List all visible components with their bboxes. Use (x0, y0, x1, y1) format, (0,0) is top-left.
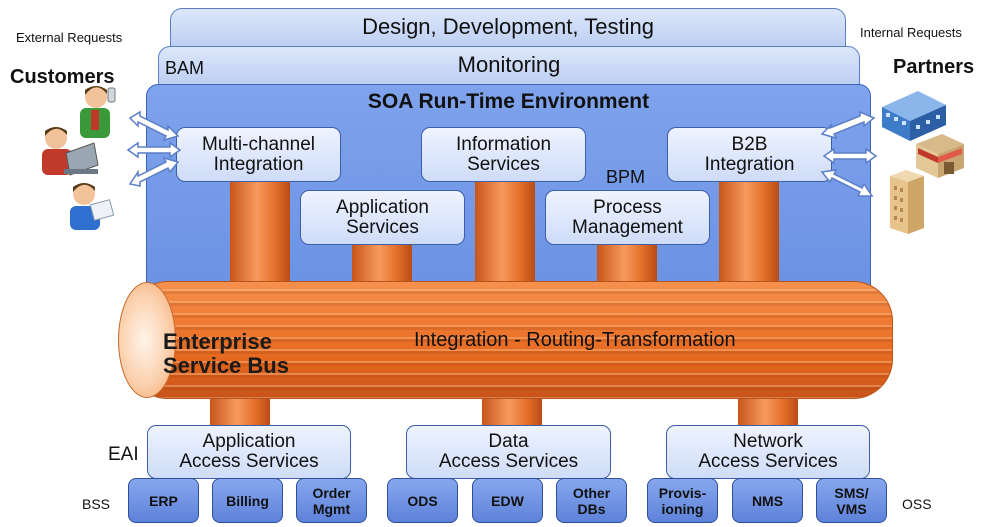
design-development-testing-label: Design, Development, Testing (362, 14, 654, 39)
oss-label: OSS (902, 496, 932, 512)
system-nms: NMS (732, 478, 803, 523)
system-provisioning: Provis- ioning (647, 478, 718, 523)
runtime-title: SOA Run-Time Environment (367, 90, 650, 113)
pipe-app-access (210, 395, 270, 430)
multichannel-integration-box: Multi-channel Integration (176, 127, 341, 182)
design-development-testing-layer: Design, Development, Testing (170, 8, 846, 52)
tower-building-icon (890, 170, 924, 234)
bus-name: Enterprise Service Bus (163, 329, 289, 378)
storefront-icon (916, 134, 964, 178)
customer-laptop-icon (42, 127, 99, 176)
data-access-services-box: Data Access Services (406, 425, 611, 479)
pipe-data-access (482, 395, 542, 430)
system-other-dbs: Other DBs (556, 478, 627, 523)
pipe-process (597, 244, 657, 286)
office-building-icon (882, 91, 946, 141)
bss-label: BSS (82, 496, 111, 512)
b2b-integration-box: B2B Integration (667, 127, 832, 182)
pipe-b2b (719, 180, 779, 285)
pipe-information (475, 180, 535, 285)
system-ods: ODS (387, 478, 458, 523)
system-sms-vms: SMS/ VMS (816, 478, 887, 523)
pipe-application (352, 244, 412, 286)
information-services-box: Information Services (421, 127, 586, 182)
external-requests-label: External Requests (16, 30, 123, 45)
customer-arrows (126, 110, 182, 187)
customer-phone-icon (80, 86, 116, 138)
bus-end-cap (118, 282, 176, 398)
network-access-services-box: Network Access Services (666, 425, 870, 479)
system-edw: EDW (472, 478, 543, 523)
eai-label: EAI (108, 444, 139, 465)
system-billing: Billing (212, 478, 283, 523)
customer-mail-icon (70, 183, 115, 230)
enterprise-service-bus (128, 281, 893, 399)
bpm-label: BPM (606, 167, 646, 187)
system-erp: ERP (128, 478, 199, 523)
bam-label: BAM (165, 58, 205, 78)
customers-label: Customers (10, 66, 115, 88)
application-services-box: Application Services (300, 190, 465, 245)
pipe-multichannel (230, 180, 290, 285)
system-order-mgmt: Order Mgmt (296, 478, 367, 523)
internal-requests-label: Internal Requests (860, 25, 962, 40)
pipe-network-access (738, 395, 798, 430)
partner-arrows (820, 110, 878, 197)
monitoring-label: Monitoring (457, 52, 561, 77)
application-access-services-box: Application Access Services (147, 425, 351, 479)
bus-function: Integration - Routing-Transformation (414, 329, 736, 351)
partners-label: Partners (893, 56, 975, 78)
process-management-box: Process Management (545, 190, 710, 245)
